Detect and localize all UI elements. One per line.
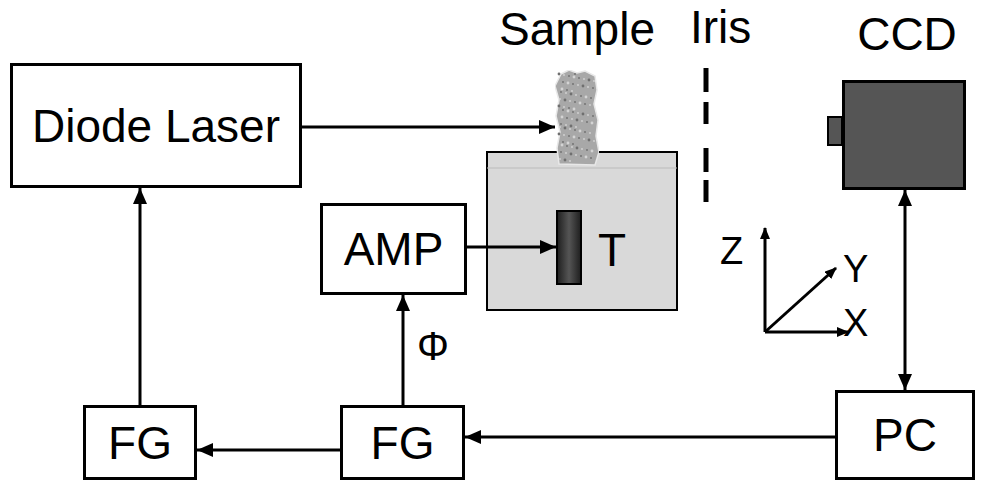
node-label: AMP (344, 226, 444, 272)
node-label: CCD (857, 11, 957, 57)
signal-arrow (197, 449, 340, 452)
phase-label: Φ (417, 326, 449, 366)
signal-arrow (904, 190, 907, 390)
node-label: PC (873, 412, 937, 458)
transducer: T (556, 210, 582, 285)
sample-rock: Sample (555, 70, 599, 166)
signal-arrow (402, 295, 405, 405)
node-label: Diode Laser (32, 103, 280, 149)
axis-label: Y (843, 250, 868, 288)
camera-lens (828, 117, 842, 145)
axis-label: Z (720, 232, 743, 270)
coordinate-axes (765, 228, 848, 332)
pc-box: PC (835, 390, 975, 480)
node-label: FG (108, 420, 172, 466)
node-label: T (598, 227, 626, 273)
amplifier-box: AMP (320, 203, 467, 295)
iris-label: Iris (690, 4, 751, 50)
signal-arrow (139, 188, 142, 405)
ccd-camera: CCD (842, 80, 966, 190)
sample-texture (558, 73, 595, 162)
signal-arrow (465, 436, 835, 439)
water-surface (487, 168, 677, 169)
node-label: Sample (499, 6, 655, 52)
signal-arrow (467, 246, 556, 249)
iris-aperture (704, 68, 709, 202)
function-generator-box: FG (340, 405, 465, 480)
laser-box: Diode Laser (10, 63, 302, 188)
sample-shape (555, 70, 599, 166)
function-generator-box: FG (83, 405, 197, 480)
signal-arrow (302, 126, 555, 129)
node-label: FG (371, 420, 435, 466)
water-tank (487, 152, 677, 310)
axis-label: X (843, 304, 868, 342)
